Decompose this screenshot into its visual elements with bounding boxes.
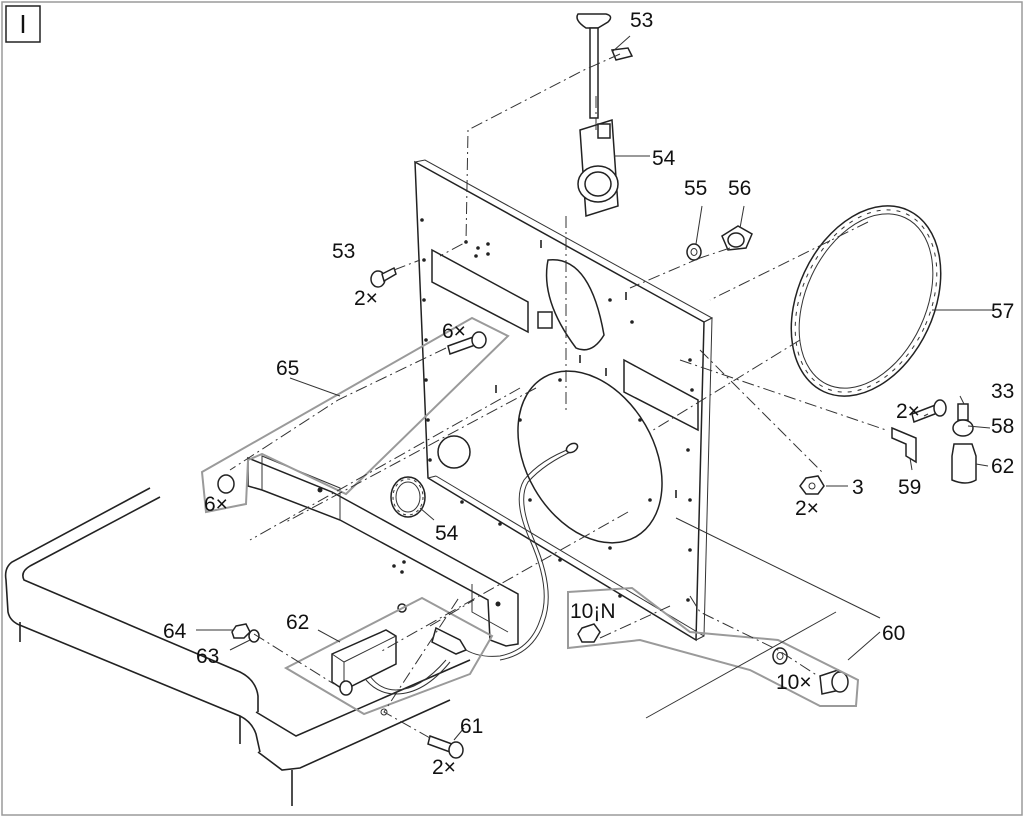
- sensor-cable: [365, 442, 579, 695]
- ring-part-54-lower: [390, 476, 426, 518]
- drawing-border: [1, 1, 1023, 816]
- bolt-part-60: [819, 668, 849, 695]
- screw-part-53: [370, 266, 397, 288]
- callout-6x-upper: 6×: [442, 320, 466, 343]
- bottle-part-62: [951, 443, 977, 484]
- callout-55: 55: [684, 177, 707, 200]
- bracket-part-59: [891, 426, 917, 464]
- callout-58: 58: [991, 415, 1014, 438]
- callout-60: 60: [882, 622, 905, 645]
- callout-2x-33: 2×: [896, 400, 920, 423]
- callout-3: 3: [852, 476, 864, 499]
- nut-part-10N: [577, 623, 601, 643]
- callout-62-lower: 62: [286, 611, 309, 634]
- washer-part-63: [248, 629, 260, 643]
- callout-10x: 10×: [776, 671, 812, 694]
- callout-54-lower: 54: [435, 522, 459, 545]
- panel-letter-box: I: [5, 5, 41, 43]
- module-part-62: [331, 629, 397, 696]
- nut-part-64: [231, 623, 251, 639]
- callout-54-top: 54: [652, 147, 676, 170]
- callout-labels: 53 54 55 56 53 2× 57 6× 65 33 2× 58 62 3…: [163, 9, 1014, 779]
- callout-2x-61: 2×: [432, 756, 456, 779]
- group-outline-65: [200, 316, 510, 514]
- screw-part-61: [380, 708, 464, 759]
- handle-part-53: [576, 13, 634, 119]
- nut-part-3: [799, 475, 825, 495]
- bolt-part-65: [217, 331, 487, 494]
- callout-56: 56: [728, 177, 751, 200]
- rear-panel: [414, 159, 714, 642]
- callout-6x-lower: 6×: [204, 493, 228, 516]
- fitting-part-58: [952, 403, 974, 437]
- washer-part-55: [686, 243, 702, 261]
- panel-holes: [420, 218, 694, 602]
- callout-33: 33: [991, 380, 1014, 403]
- screw-part-33: [911, 399, 947, 424]
- callout-57: 57: [991, 300, 1014, 323]
- base-cover: [4, 487, 471, 806]
- leader-lines: [196, 35, 992, 741]
- bracket-part-54: [577, 119, 619, 217]
- callout-64: 64: [163, 620, 187, 643]
- ring-part-57: [790, 205, 942, 397]
- callout-53-top: 53: [630, 9, 653, 32]
- callout-2x-53: 2×: [354, 287, 378, 310]
- washer-part-60: [772, 647, 788, 665]
- callout-53-left: 53: [332, 240, 355, 263]
- clip-part-56: [721, 225, 753, 251]
- callout-63: 63: [196, 645, 219, 668]
- group-outline-62: [283, 596, 494, 716]
- callout-62-right: 62: [991, 455, 1014, 478]
- callout-59: 59: [898, 476, 921, 499]
- panel-letter: I: [19, 9, 26, 39]
- assembly-axes: [229, 53, 965, 739]
- group-outline-60: [567, 586, 860, 707]
- connector-part: [397, 603, 468, 655]
- callout-61: 61: [460, 715, 483, 738]
- callout-65: 65: [276, 357, 299, 380]
- callout-10N: 10¡N: [570, 600, 616, 623]
- callout-2x-3: 2×: [795, 497, 819, 520]
